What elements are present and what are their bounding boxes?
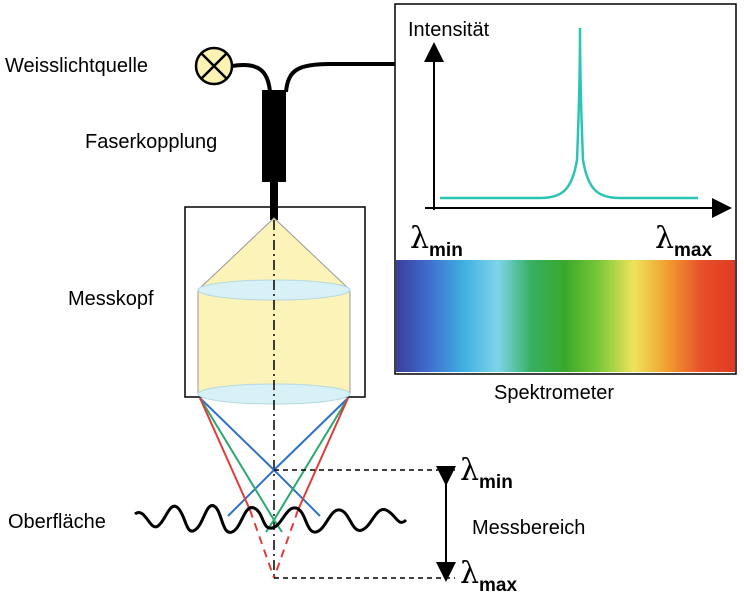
spectrum-lambda-min: λmin [410, 221, 463, 261]
red-ray-left-dashed [249, 509, 275, 579]
fiber-coupler [262, 90, 286, 182]
spectrum-peak-curve [440, 27, 698, 200]
spectrum-lambda-max: λmax [655, 221, 712, 261]
fiber-coupling-label: Faserkopplung [85, 131, 217, 153]
measuring-head-label: Messkopf [68, 288, 154, 310]
range-lambda-min: λmin [460, 453, 513, 493]
surface-label: Oberfläche [8, 511, 106, 533]
range-lambda-max: λmax [460, 556, 517, 596]
spectrum-color-bar [396, 260, 735, 372]
red-ray-right [297, 397, 349, 511]
optical-fibers [231, 62, 395, 93]
intensity-axis-label: Intensität [408, 19, 490, 41]
spectrometer-label: Spektrometer [494, 382, 614, 404]
light-source [194, 46, 234, 86]
light-source-label: Weisslichtquelle [5, 55, 148, 77]
surface-profile [134, 504, 408, 534]
measuring-range-label: Messbereich [472, 517, 585, 539]
red-ray-left [199, 397, 251, 511]
red-ray-right-dashed [273, 509, 299, 579]
fiber-tip [270, 182, 278, 220]
